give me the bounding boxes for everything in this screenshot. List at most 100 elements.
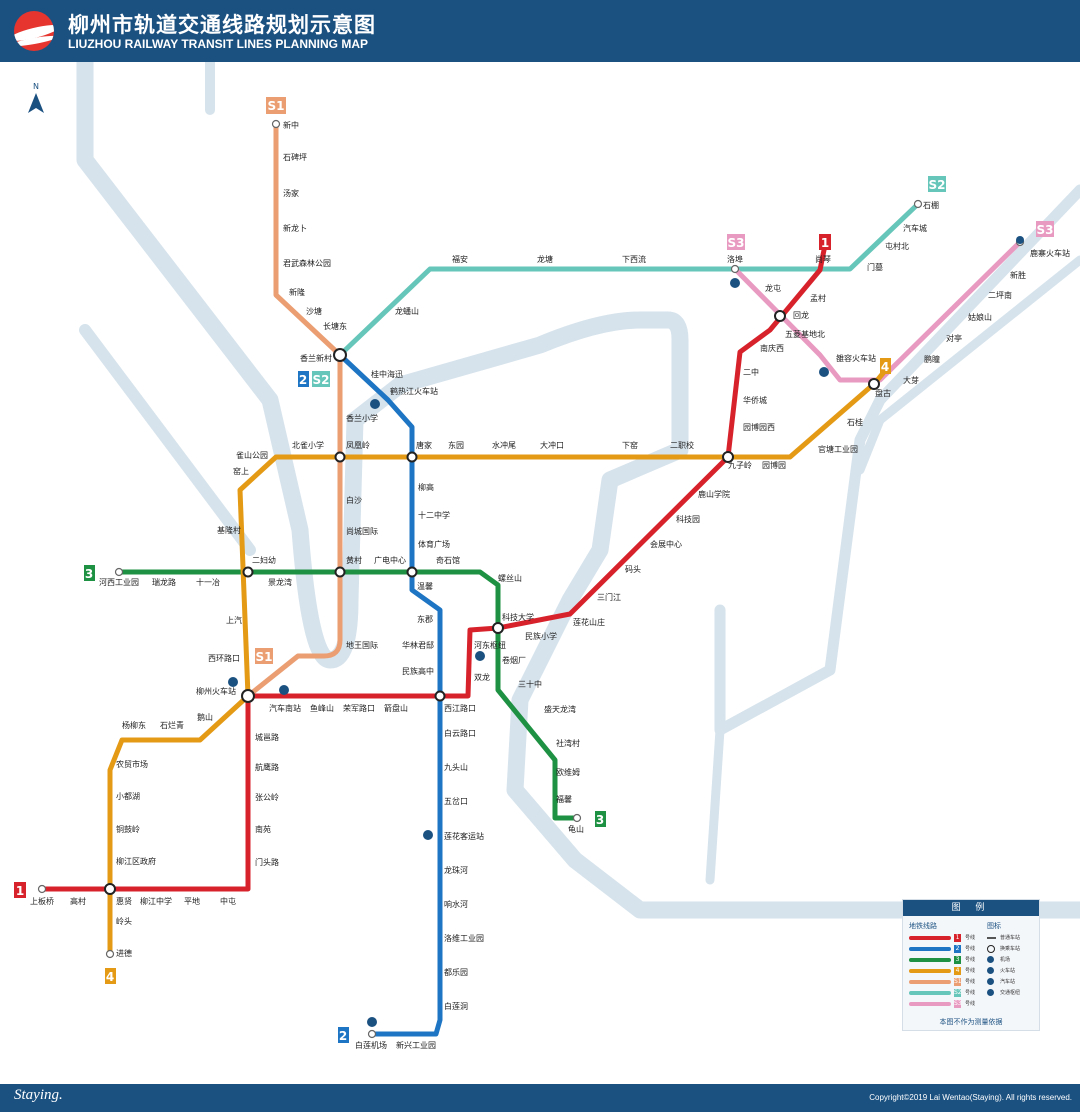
station-label-shiyizhi[interactable]: 十一冶 <box>196 577 220 587</box>
station-label-yongrongzhan[interactable]: 雒容火车站 <box>836 353 876 363</box>
station-label-liujiangzhengfu[interactable]: 柳江区政府 <box>116 856 156 866</box>
station-label-xinxinggy[interactable]: 新兴工业园 <box>396 1040 436 1050</box>
station-label-shangcheng[interactable]: 尚城国际 <box>346 526 378 536</box>
station-label-fuan[interactable]: 福安 <box>452 254 468 264</box>
station-label-dongyuan[interactable]: 东园 <box>448 440 464 450</box>
station-label-duiting[interactable]: 对亭 <box>946 333 962 343</box>
station-label-huixian[interactable]: 惠贤 <box>116 896 132 906</box>
station-label-luosishan[interactable]: 螺丝山 <box>498 573 522 583</box>
station-label-tuncunbei[interactable]: 屯村北 <box>885 241 909 251</box>
transfer-liuzhouzhan[interactable] <box>241 689 255 703</box>
station-label-minzugaozhong[interactable]: 民族高中 <box>402 666 434 676</box>
station-label-shibeiping[interactable]: 石碑坪 <box>283 152 307 162</box>
transfer-fenghuangling[interactable] <box>334 451 346 463</box>
station-label-luzhaizhan[interactable]: 鹿寨火车站 <box>1030 248 1070 258</box>
station-label-juanyanchang[interactable]: 卷烟厂 <box>502 655 526 665</box>
station-label-hedongshuniu[interactable]: 河东枢纽 <box>474 640 506 650</box>
station-label-wuchakou[interactable]: 五岔口 <box>444 796 468 806</box>
station-label-jiuziling[interactable]: 九子岭 <box>728 460 752 470</box>
station-label-huangcun[interactable]: 黄村 <box>346 555 362 565</box>
station-label-wujiangjd[interactable]: 五菱基地北 <box>785 329 825 339</box>
station-label-erzhong[interactable]: 二中 <box>743 367 759 377</box>
station-label-erfuyou[interactable]: 二妇幼 <box>252 555 276 565</box>
station-label-shipeng[interactable]: 石棚 <box>923 200 939 210</box>
station-label-bailiandong[interactable]: 白莲洞 <box>444 1001 468 1011</box>
station-label-dayu[interactable]: 大芽 <box>903 375 919 385</box>
station-label-zhanggongling[interactable]: 张公岭 <box>255 792 279 802</box>
station-label-xiangshuihe[interactable]: 响水河 <box>444 899 468 909</box>
station-label-beiquexx[interactable]: 北雀小学 <box>292 440 324 450</box>
station-label-shangqin[interactable]: 尚琴 <box>815 254 831 264</box>
station-label-sanmenjiang[interactable]: 三门江 <box>597 592 621 602</box>
transfer-tangjia[interactable] <box>406 451 418 463</box>
station-label-queshan[interactable]: 雀山公园 <box>236 450 268 460</box>
station-label-mendoulu[interactable]: 门头路 <box>255 857 279 867</box>
station-label-pingdi[interactable]: 平地 <box>184 896 200 906</box>
transfer-jiuziling[interactable] <box>722 451 734 463</box>
station-label-xijianglukou[interactable]: 西江路口 <box>444 703 476 713</box>
station-label-baisha[interactable]: 白沙 <box>346 495 362 505</box>
station-label-longzhuhe[interactable]: 龙珠河 <box>444 865 468 875</box>
station-label-xiaxiliu[interactable]: 下西流 <box>622 254 646 264</box>
station-label-huizhan[interactable]: 会展中心 <box>650 539 682 549</box>
station-label-tangjia2[interactable]: 唐家 <box>416 440 432 450</box>
station-label-menmu[interactable]: 门墓 <box>867 262 883 272</box>
station-label-qichenanzhan[interactable]: 汽车南站 <box>269 703 301 713</box>
station-label-tangjia[interactable]: 汤家 <box>283 188 299 198</box>
station-label-junwu[interactable]: 君武森林公园 <box>283 258 331 268</box>
station-label-longpanshan[interactable]: 龙蟠山 <box>395 306 419 316</box>
station-label-xihuanlukou[interactable]: 西环路口 <box>208 653 240 663</box>
station-label-jilongcun[interactable]: 基隆村 <box>217 525 241 535</box>
station-label-yangliudong[interactable]: 杨柳东 <box>122 720 146 730</box>
station-label-jiutoushan[interactable]: 九头山 <box>444 762 468 772</box>
station-label-gaocun[interactable]: 高村 <box>70 896 86 906</box>
station-label-wenxin[interactable]: 温馨 <box>417 582 433 591</box>
station-label-xinzhong[interactable]: 新中 <box>283 120 299 130</box>
station-label-duleyuan[interactable]: 都乐园 <box>444 967 468 977</box>
station-label-xianglan[interactable]: 香兰新村 <box>300 353 332 363</box>
station-label-matou[interactable]: 码头 <box>625 564 641 574</box>
station-label-dongdu[interactable]: 东郡 <box>417 614 433 624</box>
station-label-liugao[interactable]: 柳高 <box>418 482 434 492</box>
station-label-shewancun[interactable]: 社湾村 <box>556 738 580 748</box>
station-label-shuanglong[interactable]: 双龙 <box>474 672 490 682</box>
station-label-luoweigy[interactable]: 洛维工业园 <box>444 933 484 943</box>
station-label-ouweimu[interactable]: 欧维姆 <box>556 767 580 777</box>
station-label-hualinjunyuan[interactable]: 华林君邸 <box>402 640 434 650</box>
station-label-hexigy[interactable]: 河西工业园 <box>99 577 139 587</box>
station-label-diwang[interactable]: 地王国际 <box>346 640 378 650</box>
station-label-liujiangzhongxue[interactable]: 柳江中学 <box>140 896 172 906</box>
station-label-shizhuqing[interactable]: 石烂青 <box>160 720 184 730</box>
station-label-guishan[interactable]: 龟山 <box>568 824 584 834</box>
station-label-erpingnan[interactable]: 二坪南 <box>988 290 1012 300</box>
transfer-huangcun[interactable] <box>334 566 346 578</box>
station-label-luxueyuan[interactable]: 鹿山学院 <box>698 489 730 499</box>
station-label-hangying[interactable]: 航鹰路 <box>255 762 279 772</box>
station-label-baiyunlukou[interactable]: 白云路口 <box>444 728 476 738</box>
station-label-qishiguan[interactable]: 奇石馆 <box>436 555 460 565</box>
station-label-tongguling[interactable]: 铜鼓岭 <box>116 824 140 834</box>
station-label-xinlongbu[interactable]: 新龙卜 <box>283 223 307 233</box>
station-label-jianpanshan[interactable]: 箭盘山 <box>384 703 408 713</box>
station-label-shigui[interactable]: 石桂 <box>847 417 863 427</box>
station-label-yuanboyuan[interactable]: 园博园西 <box>743 422 775 432</box>
station-label-guizhong[interactable]: 桂中海迅 <box>371 369 403 379</box>
station-label-longtang[interactable]: 龙塘 <box>537 254 553 264</box>
transfer-guangdian[interactable] <box>406 566 418 578</box>
station-label-yuanbo[interactable]: 园博园 <box>762 460 786 470</box>
station-label-mengcun[interactable]: 孟村 <box>810 293 826 303</box>
transfer-huilong[interactable] <box>774 310 786 322</box>
station-label-longtun[interactable]: 龙屯 <box>765 283 781 293</box>
station-label-yufengshan[interactable]: 鱼峰山 <box>310 703 334 713</box>
station-label-tiyuguangchang[interactable]: 体育广场 <box>418 539 450 549</box>
station-label-sanshizhong[interactable]: 三十中 <box>518 679 542 689</box>
station-label-zhongtun[interactable]: 中屯 <box>220 896 236 906</box>
station-label-xinlong[interactable]: 新隆 <box>289 287 305 297</box>
station-label-ruilong[interactable]: 瑞龙路 <box>152 577 176 587</box>
station-label-xinsheng[interactable]: 新胜 <box>1010 270 1026 280</box>
station-label-quashan[interactable]: 鹅山 <box>197 712 213 722</box>
station-label-changtangdong[interactable]: 长塘东 <box>323 321 347 331</box>
station-label-rongjunlukou[interactable]: 荣军路口 <box>343 703 375 713</box>
station-label-liuzhouzhan[interactable]: 柳州火车站 <box>196 686 236 696</box>
transfer-erfuyou[interactable] <box>242 566 254 578</box>
